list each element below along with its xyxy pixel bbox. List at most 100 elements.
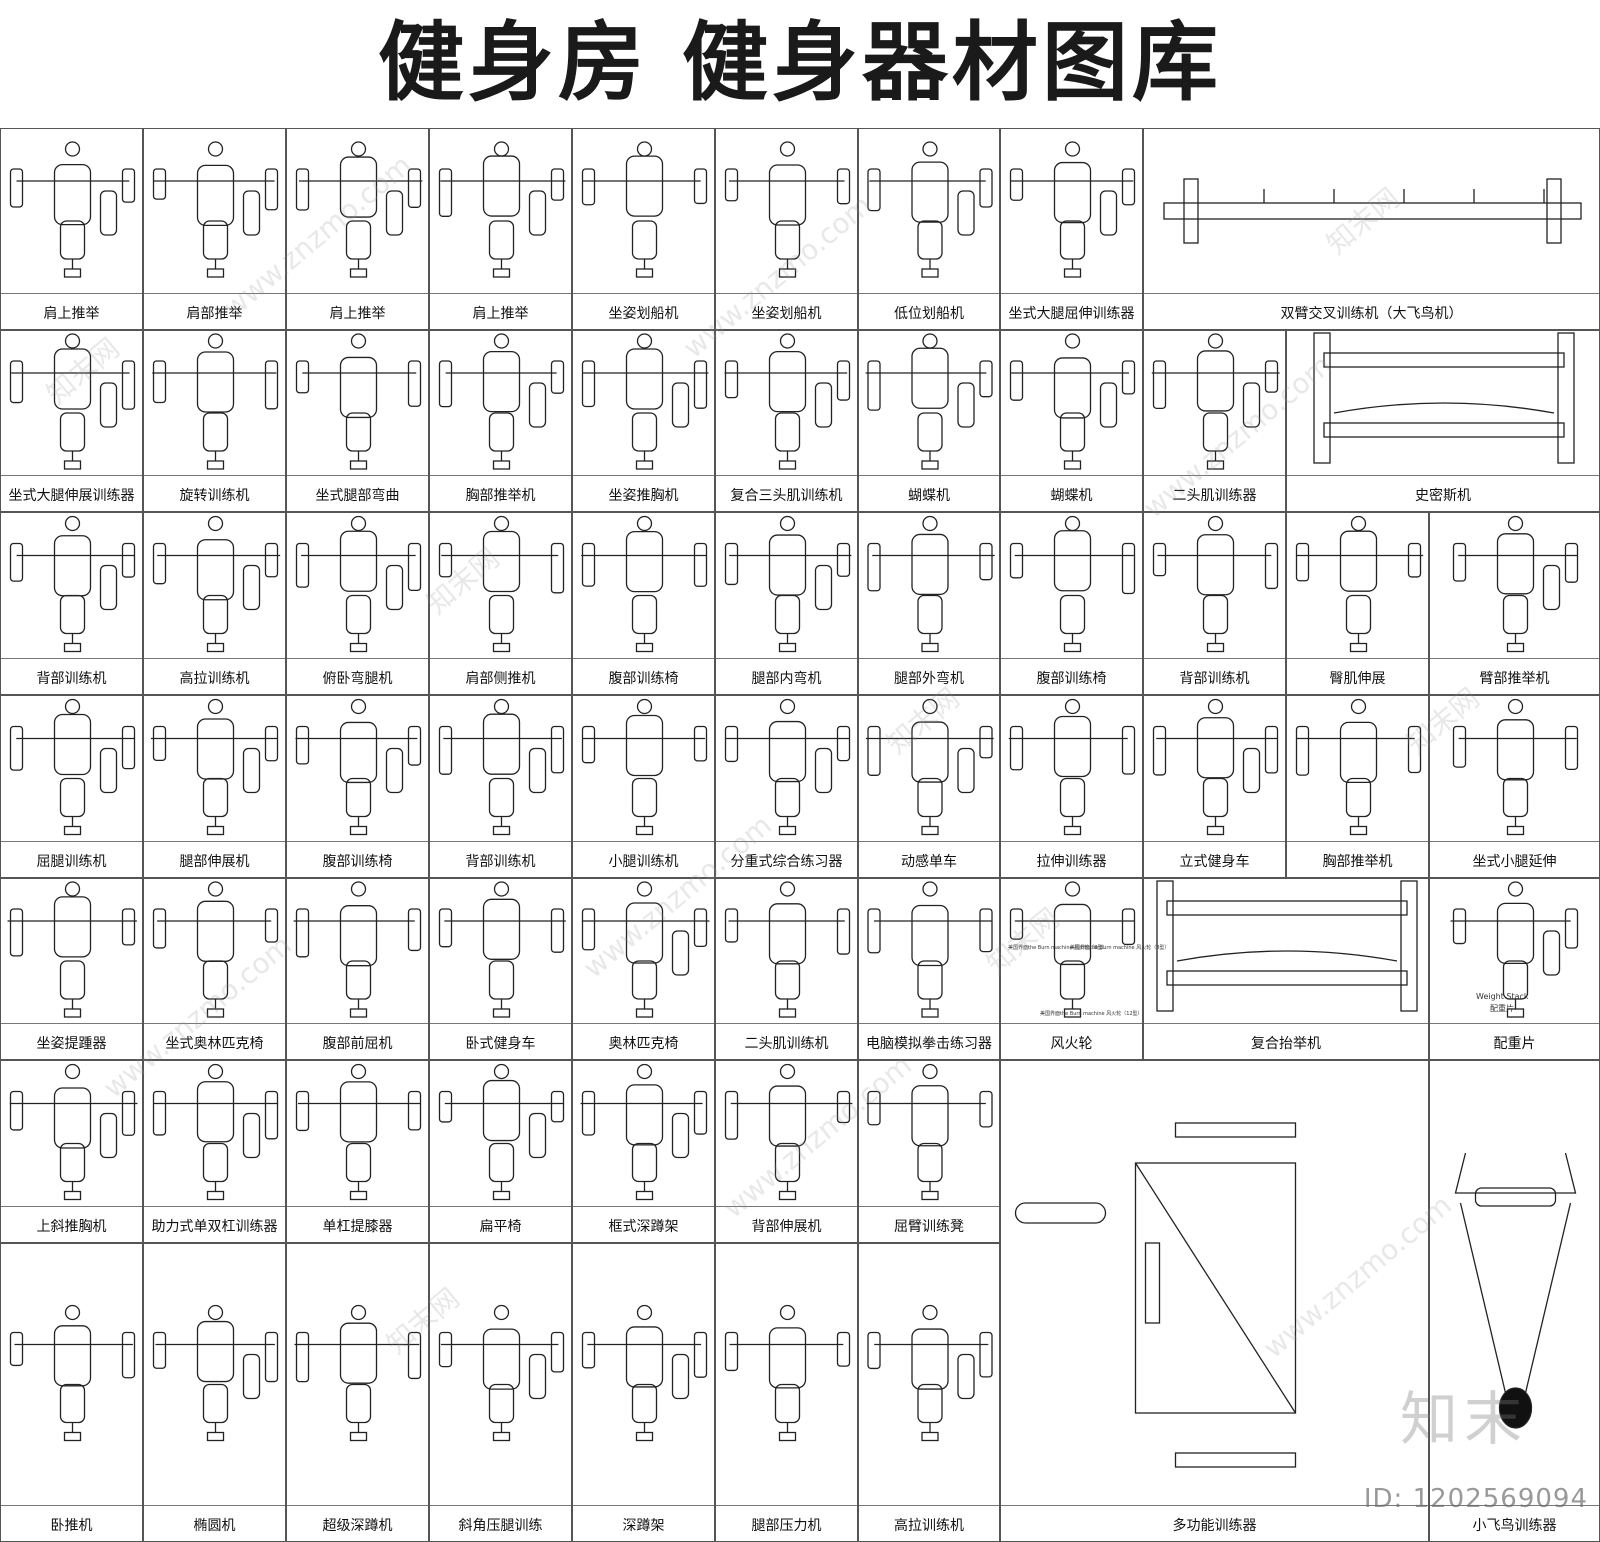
equipment-cell: 腿部伸展机 — [143, 695, 286, 878]
equipment-drawing — [724, 1063, 853, 1201]
equipment-drawing — [1454, 1152, 1577, 1429]
annotation-text: 美国界面the Burn machine 风火轮（8型） — [1008, 945, 1108, 951]
equipment-cell: 肩上推举 — [286, 128, 429, 330]
equipment-drawing — [724, 698, 851, 836]
equipment-label: 坐式小腿延伸 — [1472, 854, 1557, 870]
equipment-label: 坐姿划船机 — [608, 306, 679, 322]
equipment-cell: 臀肌伸展 — [1286, 512, 1429, 695]
equipment-drawing — [867, 141, 993, 278]
equipment-drawing — [295, 141, 423, 278]
equipment-cell: 坐姿划船机 — [572, 128, 715, 330]
equipment-drawing — [9, 515, 136, 653]
label-divider — [144, 841, 285, 842]
label-divider — [716, 1206, 857, 1207]
equipment-cell: 旋转训练机 — [143, 330, 286, 512]
equipment-label: 旋转训练机 — [179, 488, 250, 504]
equipment-cell: 史密斯机 — [1286, 330, 1600, 512]
equipment-cell: 立式健身车 — [1143, 695, 1286, 878]
equipment-cell: 双臂交叉训练机（大飞鸟机） — [1143, 128, 1600, 330]
equipment-label: 风火轮 — [1050, 1036, 1093, 1052]
equipment-cell: 配重片 — [1429, 878, 1600, 1060]
equipment-cell: 多功能训练器 — [1000, 1060, 1429, 1542]
equipment-drawing — [581, 698, 708, 836]
label-divider — [1430, 841, 1599, 842]
equipment-cell: 小飞鸟训练器 — [1429, 1060, 1600, 1542]
label-divider — [716, 475, 857, 476]
equipment-label: 高拉训练机 — [894, 1518, 964, 1534]
equipment-cell: 臂部推举机 — [1429, 512, 1600, 695]
label-divider — [1287, 475, 1599, 476]
equipment-drawing — [1450, 881, 1579, 1018]
equipment-label: 臀肌伸展 — [1329, 671, 1386, 687]
equipment-cell: 上斜推胸机 — [0, 1060, 143, 1243]
equipment-label: 上斜推胸机 — [36, 1219, 107, 1235]
equipment-cell: 肩上推举 — [0, 128, 143, 330]
equipment-drawing — [724, 881, 851, 1018]
label-divider — [144, 1023, 285, 1024]
equipment-cell: 二头肌训练器 — [1143, 330, 1286, 512]
equipment-drawing — [865, 333, 993, 470]
equipment-cell: 肩部侧推机 — [429, 512, 572, 695]
equipment-cell: 蝴蝶机 — [858, 330, 1000, 512]
label-divider — [287, 475, 428, 476]
equipment-drawing — [9, 1304, 136, 1442]
equipment-label: 二头肌训练器 — [1172, 488, 1257, 504]
equipment-label: 复合抬举机 — [1251, 1036, 1321, 1052]
equipment-drawing — [581, 141, 708, 278]
equipment-label: 腹部训练椅 — [608, 671, 679, 687]
equipment-cell: 动感单车 — [858, 695, 1000, 878]
label-divider — [859, 1505, 999, 1506]
label-divider — [573, 841, 714, 842]
equipment-label: 腿部压力机 — [751, 1518, 822, 1534]
equipment-drawing — [724, 333, 851, 470]
brand-logo-watermark: 知末 — [1399, 1385, 1528, 1453]
label-divider — [430, 1023, 571, 1024]
equipment-label: 低位划船机 — [894, 306, 964, 322]
equipment-drawing — [438, 141, 566, 278]
label-divider — [1430, 1023, 1599, 1024]
label-divider — [716, 658, 857, 659]
equipment-drawing — [293, 881, 422, 1018]
equipment-label: 坐姿推胸机 — [608, 488, 679, 504]
equipment-drawing — [9, 698, 136, 836]
equipment-drawing — [581, 1304, 708, 1442]
equipment-label: 立式健身车 — [1179, 854, 1250, 870]
label-divider — [144, 1206, 285, 1207]
equipment-cell: 背部训练机 — [429, 695, 572, 878]
equipment-drawing — [152, 1063, 279, 1201]
equipment-label: 肩上推举 — [329, 306, 386, 322]
equipment-label: 小腿训练机 — [608, 854, 679, 870]
equipment-cell: 腹部前屈机 — [286, 878, 429, 1060]
label-divider — [287, 658, 428, 659]
annotation-text: 配重片 — [1490, 1004, 1514, 1013]
equipment-label: 腹部训练椅 — [1036, 671, 1107, 687]
equipment-drawing — [152, 333, 279, 470]
equipment-drawing — [438, 515, 565, 653]
equipment-cell: 腿部内弯机 — [715, 512, 858, 695]
annotation-text: 美国界面the Burn machine 风火轮（8型） — [1070, 945, 1170, 951]
label-divider — [287, 1505, 428, 1506]
label-divider — [1144, 1023, 1428, 1024]
equipment-drawing — [867, 515, 995, 653]
equipment-label: 卧推机 — [50, 1518, 93, 1534]
equipment-label: 俯卧弯腿机 — [322, 671, 393, 687]
equipment-drawing — [865, 698, 994, 836]
equipment-cell: 屈臂训练凳 — [858, 1060, 1000, 1243]
annotation-text: Weight Stack — [1476, 992, 1529, 1001]
equipment-label: 深蹲架 — [622, 1518, 665, 1534]
equipment-cell: 坐姿提踵器 — [0, 878, 143, 1060]
equipment-cell: 腹部训练椅 — [1000, 512, 1143, 695]
equipment-label: 拉伸训练器 — [1036, 854, 1107, 870]
equipment-cell: 肩部推举 — [143, 128, 286, 330]
label-divider — [716, 1023, 857, 1024]
label-divider — [1001, 1505, 1428, 1506]
label-divider — [144, 1505, 285, 1506]
equipment-drawing — [581, 881, 710, 1018]
equipment-label: 扁平椅 — [479, 1219, 522, 1235]
equipment-cell: 坐式大腿伸展训练器 — [0, 330, 143, 512]
equipment-drawing — [1009, 515, 1136, 653]
equipment-label: 坐式大腿伸展训练器 — [8, 488, 135, 504]
equipment-label: 小飞鸟训练器 — [1472, 1518, 1557, 1534]
equipment-label: 坐式奥林匹克椅 — [165, 1036, 264, 1052]
equipment-label: 肩上推举 — [43, 306, 100, 322]
